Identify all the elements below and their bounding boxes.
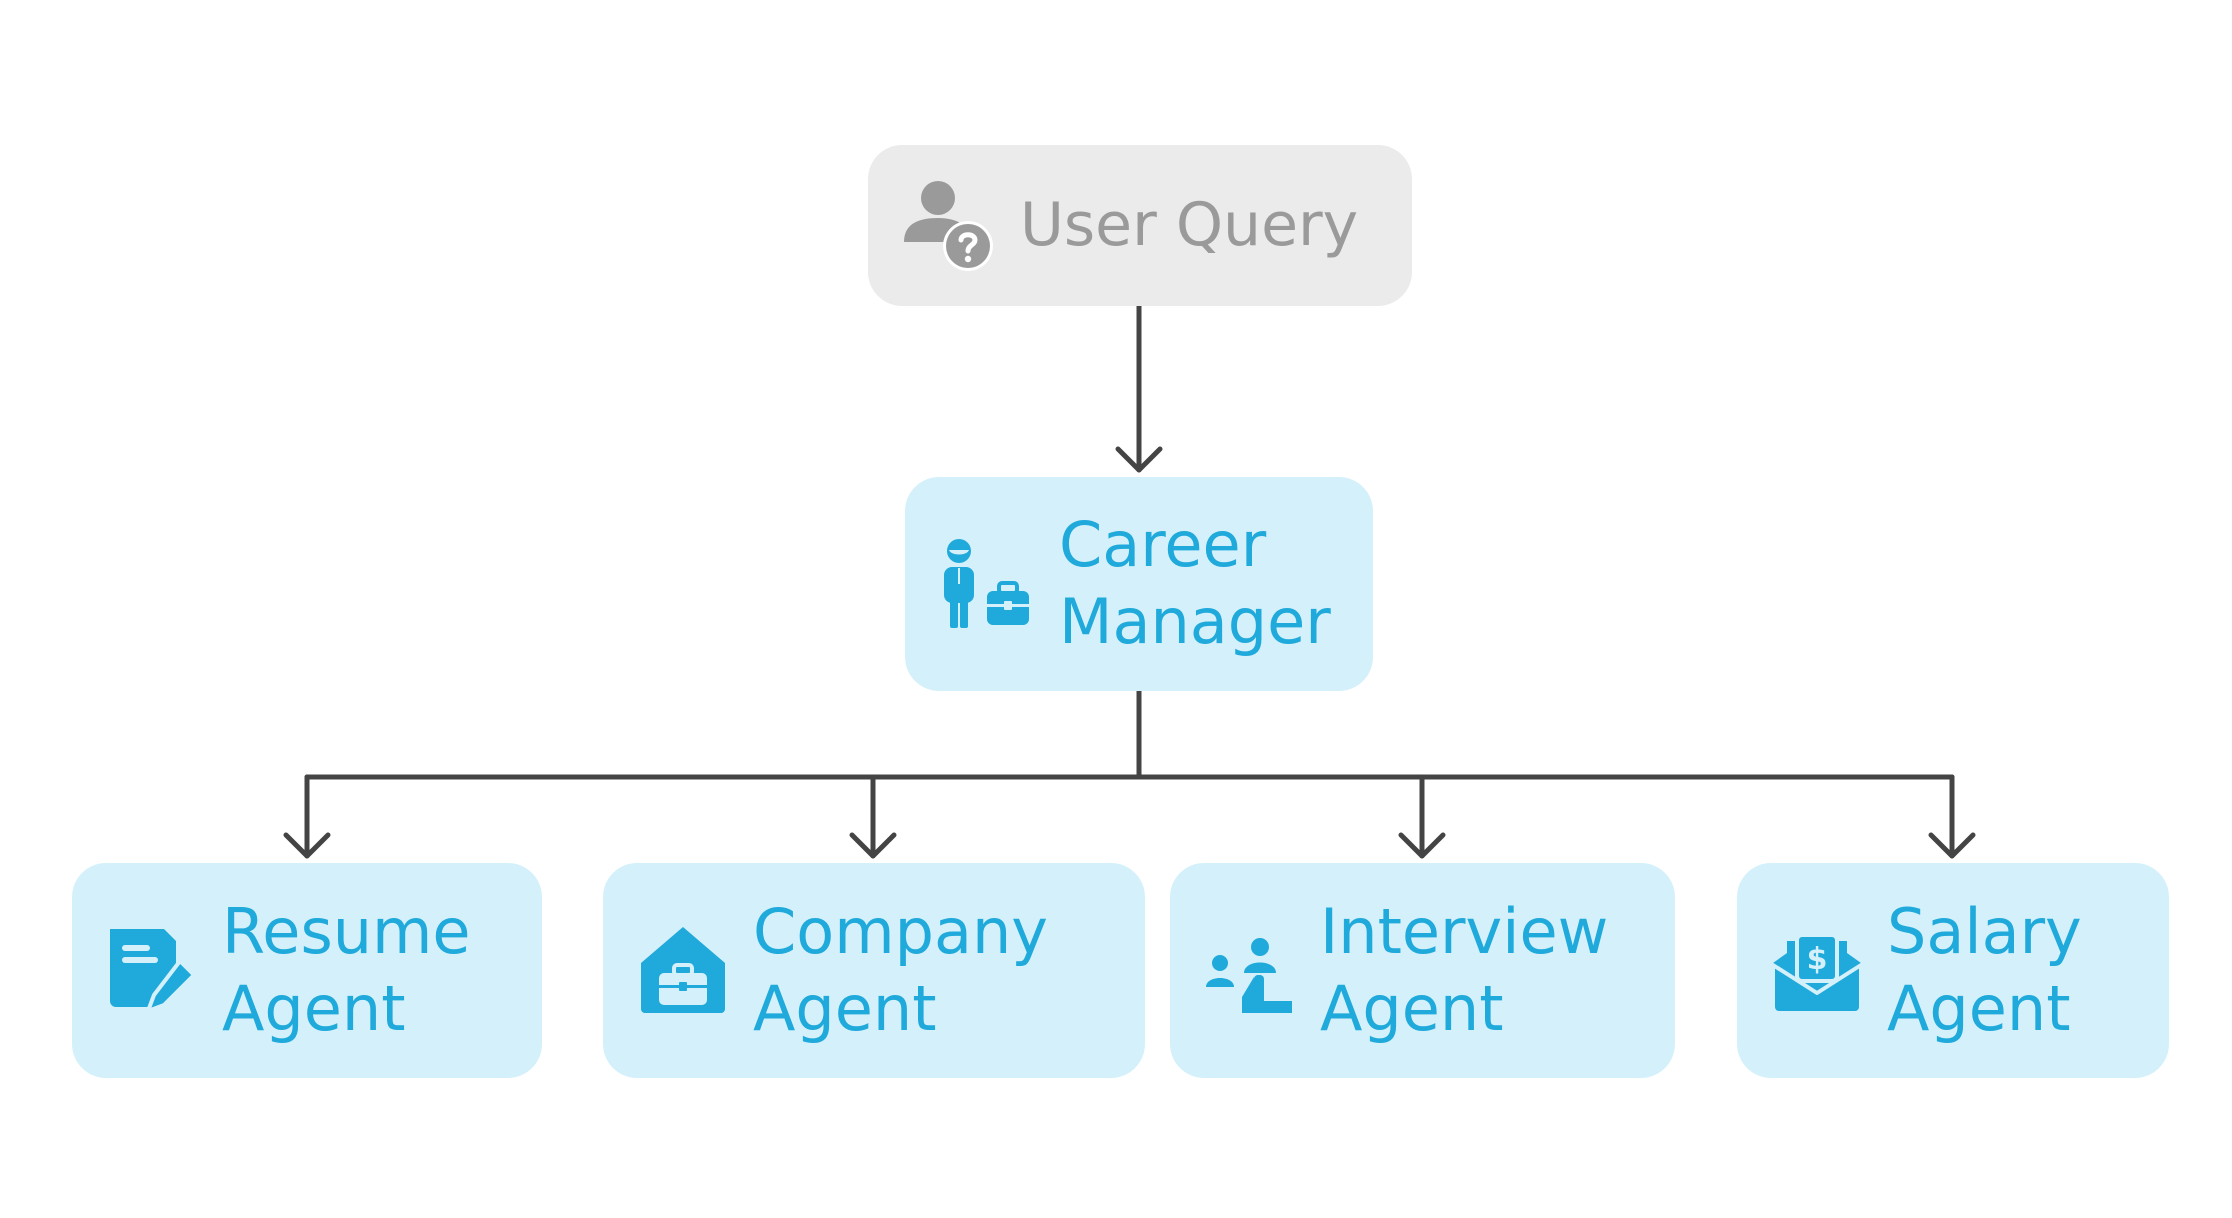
career-manager-label-line2: Manager xyxy=(1059,585,1331,658)
salary-agent-node: $ Salary Agent xyxy=(1737,863,2169,1078)
user-question-icon xyxy=(900,178,996,274)
document-edit-icon xyxy=(106,925,198,1017)
arrowhead-interview xyxy=(1398,832,1446,859)
arrowhead-salary xyxy=(1928,832,1976,859)
interview-agent-label-line2: Agent xyxy=(1320,971,1504,1045)
user-query-node: User Query xyxy=(868,145,1412,306)
career-manager-node: Career Manager xyxy=(905,477,1373,691)
salary-agent-label-line1: Salary xyxy=(1887,894,2082,968)
interview-agent-label-line1: Interview xyxy=(1320,894,1609,968)
company-agent-node: Company Agent xyxy=(603,863,1145,1078)
building-briefcase-icon xyxy=(637,925,729,1017)
user-query-label: User Query xyxy=(1020,190,1359,261)
arrowhead-manager xyxy=(1115,446,1163,473)
salary-agent-label-line2: Agent xyxy=(1887,971,2071,1045)
resume-agent-label-line1: Resume xyxy=(222,894,471,968)
svg-text:$: $ xyxy=(1807,942,1828,977)
resume-agent-label-line2: Agent xyxy=(222,971,406,1045)
arrowhead-resume xyxy=(283,832,331,859)
company-agent-label-line2: Agent xyxy=(753,971,937,1045)
interview-agent-node: Interview Agent xyxy=(1170,863,1675,1078)
interview-people-icon xyxy=(1204,925,1296,1017)
arrowhead-company xyxy=(849,832,897,859)
employee-briefcase-icon xyxy=(939,538,1031,630)
salary-envelope-icon: $ xyxy=(1771,925,1863,1017)
company-agent-label-line1: Company xyxy=(753,894,1048,968)
career-manager-label-line1: Career xyxy=(1059,508,1267,582)
resume-agent-node: Resume Agent xyxy=(72,863,542,1078)
